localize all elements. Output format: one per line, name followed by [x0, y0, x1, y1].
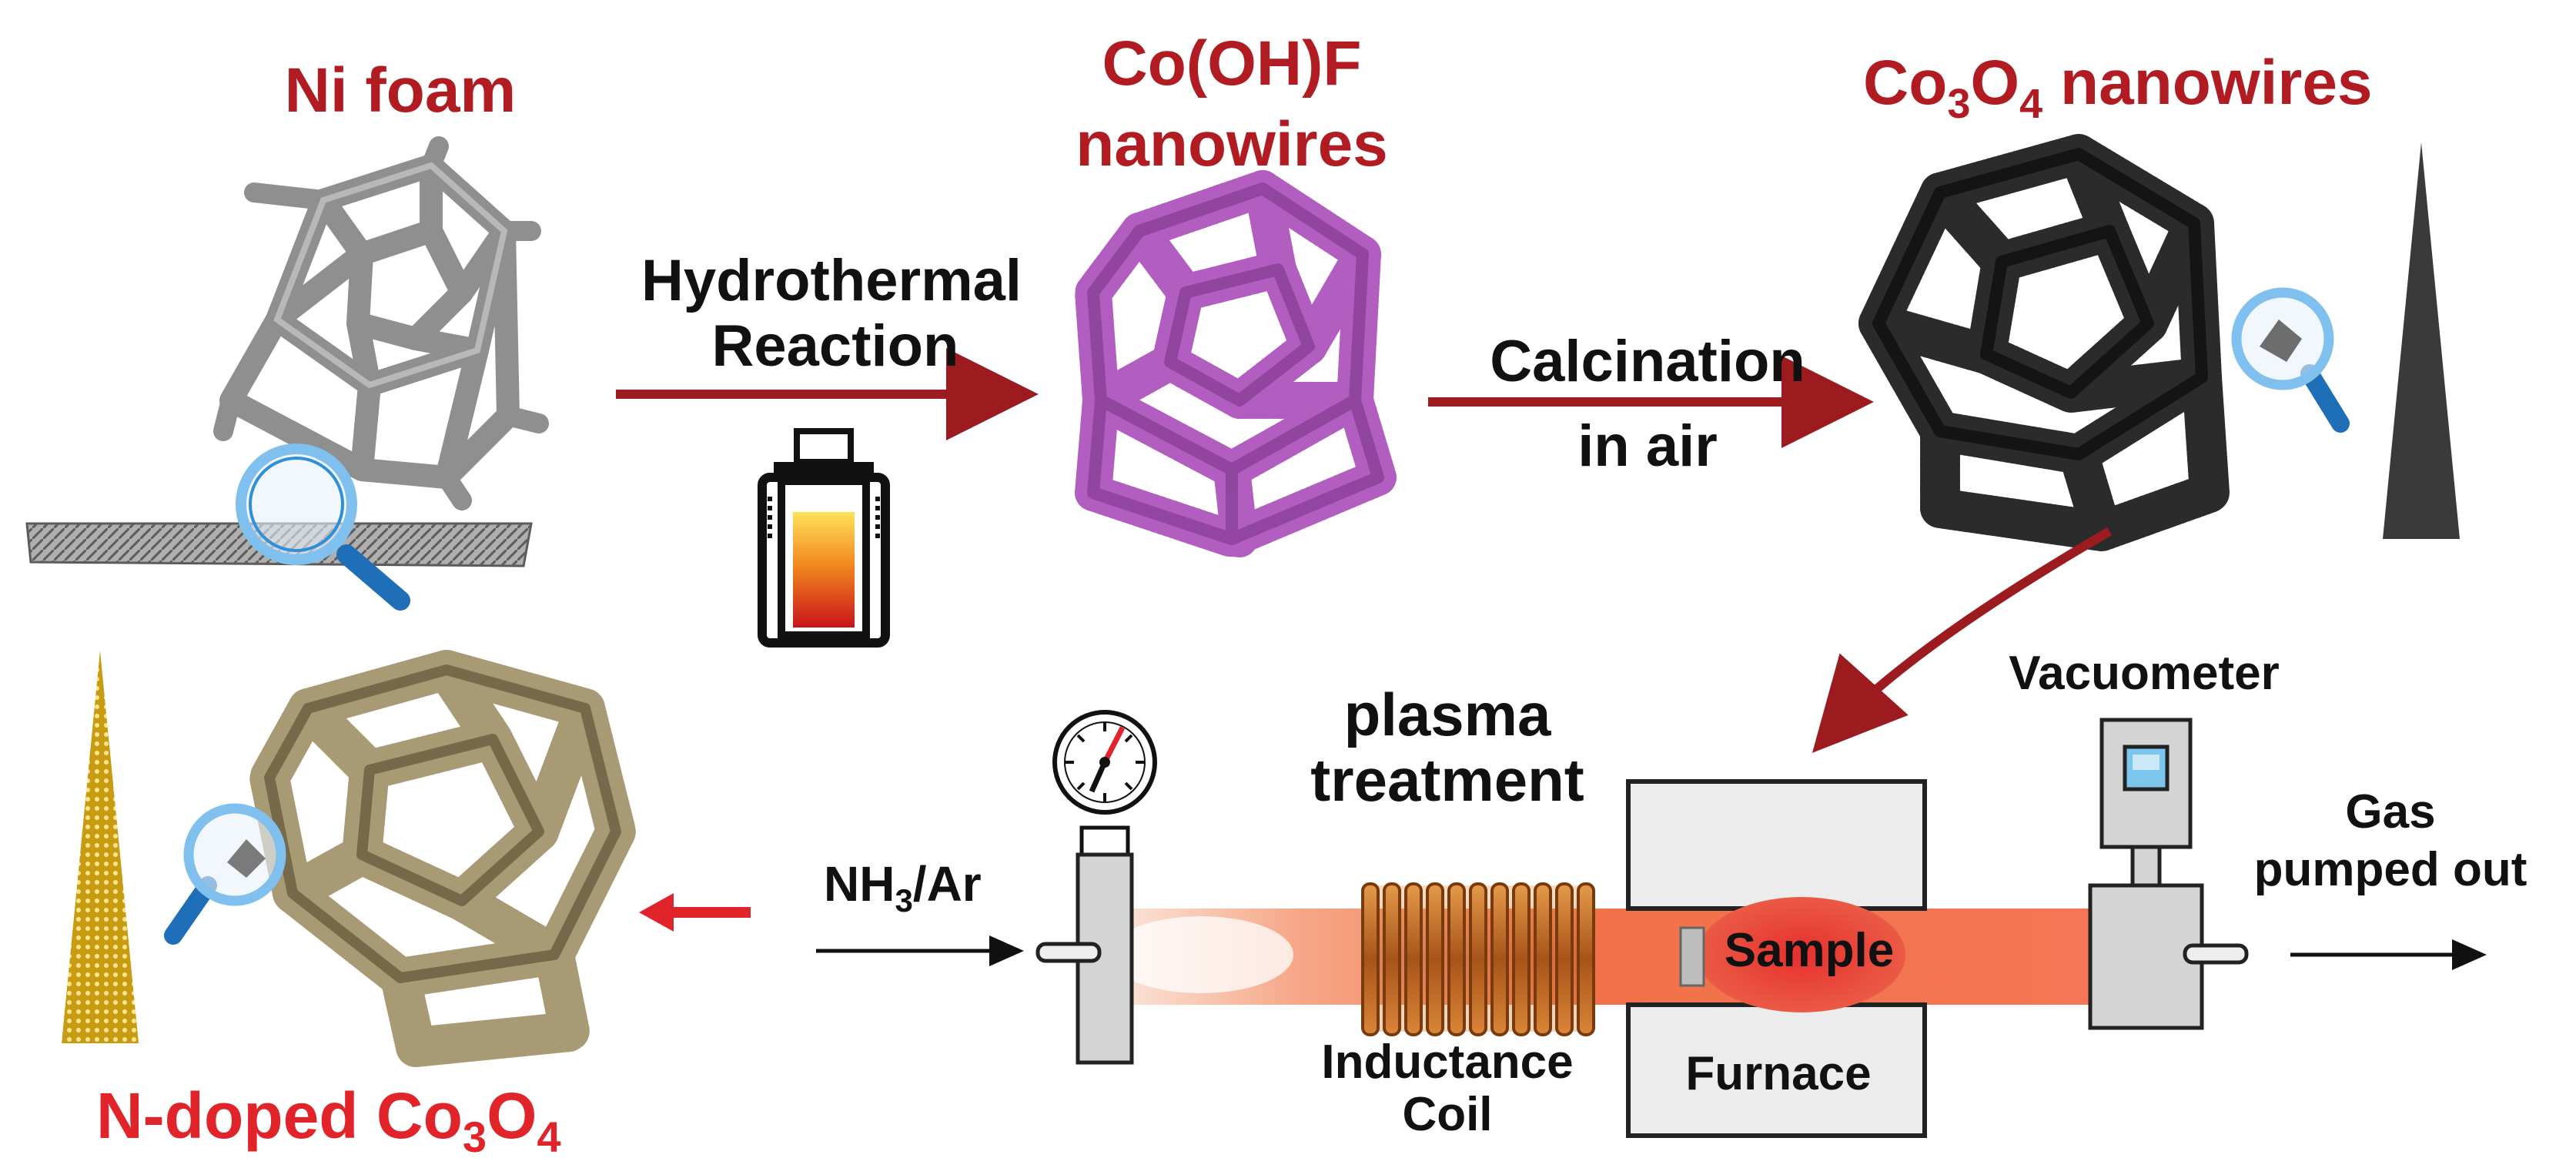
cooh-f-label-line2: nanowires [1076, 109, 1388, 179]
coil-label-line1: Inductance [1321, 1036, 1573, 1089]
calcination-label-line1: Calcination [1490, 329, 1805, 394]
furnace-bottom [1626, 1002, 1927, 1138]
furnace-label: Furnace [1685, 1047, 1871, 1100]
coil-label-line2: Coil [1402, 1088, 1492, 1141]
hydrothermal-label-line1: Hydrothermal [641, 248, 1022, 313]
ndoped-sub4: 4 [537, 1113, 560, 1161]
magnifier-icon [236, 443, 410, 611]
ndoped-o: O [487, 1079, 537, 1152]
pump-outlet-knob [2183, 943, 2249, 965]
co3o4-rest: nanowires [2042, 48, 2372, 118]
pressure-gauge-icon [1052, 710, 1157, 861]
ndoped-prefix: N-doped Co [96, 1079, 463, 1152]
co3o4-sub4: 4 [2019, 81, 2042, 127]
co3o4-label: Co3O4 nanowires [1863, 48, 2373, 127]
gas-out-label-line2: pumped out [2254, 843, 2527, 896]
gas-out-label-line1: Gas [2345, 785, 2435, 838]
sample-glow [1698, 897, 1905, 1012]
ni-foam-cage-highlight [273, 162, 508, 389]
cooh-f-label-line1: Co(OH)F [1102, 28, 1361, 99]
plasma-inlet-glow [1109, 916, 1293, 993]
to-ndoped-arrowhead [639, 893, 674, 932]
magnifier-icon [2231, 287, 2350, 433]
nanowire-cone-icon [62, 651, 139, 1043]
furnace-top [1626, 779, 1927, 911]
inductance-coil [1361, 882, 1595, 1036]
ndoped-cage [249, 650, 636, 1067]
co3o4-sub3: 3 [1947, 81, 1970, 127]
vacuometer-label: Vacuometer [2009, 647, 2280, 700]
hydrothermal-label-line2: Reaction [712, 313, 959, 379]
sample-label: Sample [1725, 924, 1895, 977]
gas-in-label: NH3/Ar [824, 856, 982, 919]
nanowire-cone-icon [2383, 142, 2460, 539]
ndoped-sub3: 3 [463, 1113, 487, 1161]
cooh-f-cage-core [1087, 182, 1384, 545]
magnifier-icon [164, 803, 286, 945]
co3o4-cage-core [1872, 148, 2208, 460]
autoclave-icon [758, 428, 890, 648]
ndoped-cage-core [264, 664, 621, 983]
ni-foam-cage [213, 136, 549, 510]
plasma-label-line1: plasma [1344, 681, 1551, 748]
gas-in-ar: /Ar [913, 856, 982, 912]
to-plasma-arrow [1812, 527, 2113, 753]
sample-holder [1679, 926, 1705, 987]
vacuometer-icon [2099, 718, 2193, 888]
ni-foam-label: Ni foam [285, 55, 517, 126]
co3o4-o: O [1970, 48, 2019, 118]
calcination-label-line2: in air [1577, 413, 1718, 479]
gas-in-nh: NH [824, 856, 895, 912]
ndoped-label: N-doped Co3O4 [96, 1079, 561, 1161]
co3o4-co: Co [1863, 48, 1947, 118]
plasma-label-line2: treatment [1310, 746, 1584, 814]
gas-valve-knob [1035, 942, 1102, 963]
gas-in-sub: 3 [895, 882, 912, 919]
